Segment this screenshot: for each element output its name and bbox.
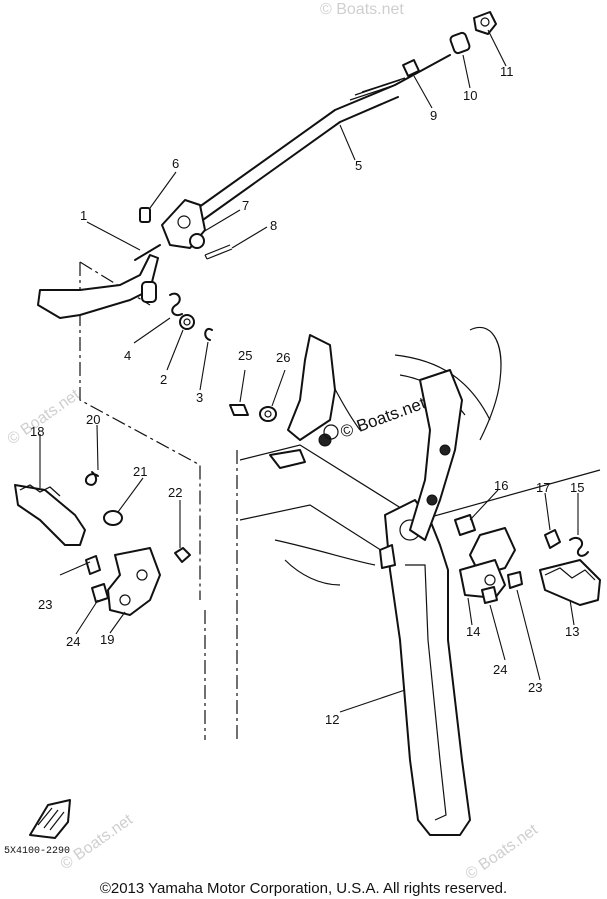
callout-14: 14 [466, 624, 480, 639]
callout-2: 2 [160, 372, 167, 387]
reference-lines [79, 261, 238, 740]
callout-3: 3 [196, 390, 203, 405]
left-footrest-assembly [14, 471, 191, 616]
callout-5: 5 [355, 158, 362, 173]
callout-21: 21 [133, 464, 147, 479]
callout-17: 17 [536, 480, 550, 495]
callout-24-left: 24 [66, 634, 80, 649]
copyright-footer: ©2013 Yamaha Motor Corporation, U.S.A. A… [99, 880, 508, 897]
watermark-top: © Boats.net [320, 1, 404, 18]
callout-8: 8 [270, 218, 277, 233]
bracket-bolts [229, 404, 277, 422]
callout-4: 4 [124, 348, 131, 363]
callout-24-right: 24 [493, 662, 507, 677]
boats-watermark: © Boats.net [323, 393, 428, 442]
logo-mark [29, 799, 71, 839]
callout-23-right: 23 [528, 680, 542, 695]
drawing-code: 5X4100-2290 [4, 846, 70, 857]
shift-rod-assembly [194, 11, 497, 223]
callout-25: 25 [238, 348, 252, 363]
right-footrest-assembly [454, 514, 601, 606]
right-bracket [409, 369, 463, 541]
callout-12: 12 [325, 712, 339, 727]
callout-6: 6 [172, 156, 179, 171]
callout-18: 18 [30, 424, 44, 439]
callout-9: 9 [430, 108, 437, 123]
callout-15: 15 [570, 480, 584, 495]
callout-7: 7 [242, 198, 249, 213]
leader-lines [39, 29, 579, 713]
watermark-bottom-right: © Boats.net [463, 821, 542, 878]
callout-19: 19 [100, 632, 114, 647]
side-stand [379, 499, 471, 836]
callout-13: 13 [565, 624, 579, 639]
callout-1: 1 [80, 208, 87, 223]
callout-11: 11 [500, 64, 514, 79]
watermark-bottom-left: © Boats.net [58, 811, 137, 873]
pedal-small-parts [169, 292, 213, 341]
callout-23-left: 23 [38, 597, 52, 612]
callout-22: 22 [168, 485, 182, 500]
callout-10: 10 [463, 88, 477, 103]
callout-16: 16 [494, 478, 508, 493]
exploded-parts-diagram: © Boats.net © Boats.net © Boats.net © Bo… [4, 1, 601, 878]
shift-pedal-assembly [37, 199, 233, 319]
callout-labels: 1 2 3 4 5 6 7 8 9 10 11 12 13 14 15 16 1… [30, 64, 584, 727]
left-bracket [269, 334, 336, 469]
callout-20: 20 [86, 412, 100, 427]
callout-26: 26 [276, 350, 290, 365]
